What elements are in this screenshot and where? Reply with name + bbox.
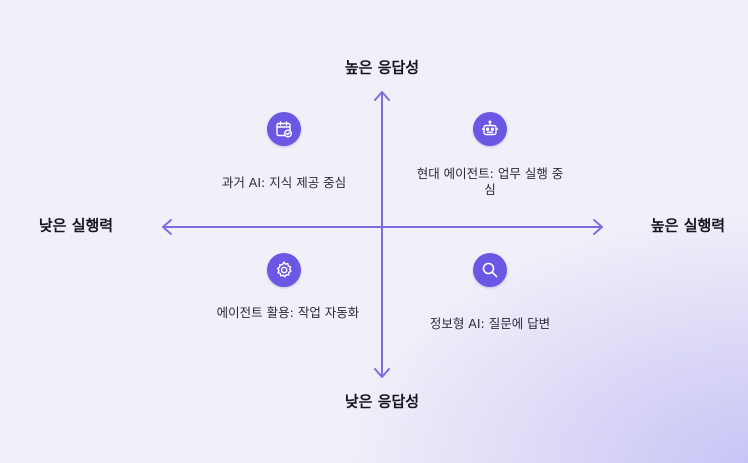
axis-arrow-up: [374, 91, 390, 101]
gear-icon: [267, 253, 301, 287]
axis-arrow-down: [374, 368, 390, 378]
quadrant-top-left-label: 과거 AI: 지식 제공 중심: [221, 175, 347, 190]
search-icon: [473, 253, 507, 287]
robot-icon: [473, 112, 507, 146]
y-axis-top-label: 높은 응답성: [344, 58, 420, 77]
calendar-check-icon: [267, 112, 301, 146]
quadrant-bottom-right-label: 정보형 AI: 질문에 답변: [429, 316, 551, 331]
x-axis-right-label: 높은 실행력: [650, 216, 726, 235]
x-axis-left-label: 낮은 실행력: [38, 216, 114, 235]
y-axis-bottom-label: 낮은 응답성: [344, 392, 420, 411]
quadrant-top-right-label: 현대 에이전트: 업무 실행 중심: [416, 166, 564, 197]
axis-arrow-right: [593, 219, 603, 235]
quadrant-bottom-left-label: 에이전트 활용: 작업 자동화: [216, 305, 360, 320]
axis-arrow-left: [162, 219, 172, 235]
